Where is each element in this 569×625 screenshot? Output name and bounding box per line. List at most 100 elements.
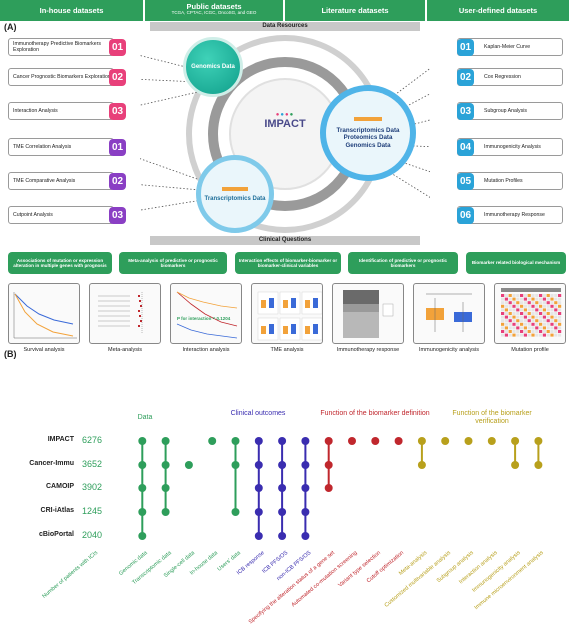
left-item-number: 03 bbox=[109, 207, 126, 224]
question-card[interactable]: Meta-analysis of predictive or prognosti… bbox=[119, 252, 227, 274]
left-item[interactable]: Interaction Analysis bbox=[8, 102, 114, 120]
thumbnail-4[interactable] bbox=[251, 283, 323, 344]
question-card[interactable]: Biomarker related biological mechanism bbox=[466, 252, 566, 274]
matrix-dot bbox=[324, 484, 333, 492]
question-card[interactable]: Interaction effects of biomarker-biomark… bbox=[235, 252, 341, 274]
right-item[interactable]: Immunotherapy Response bbox=[457, 206, 563, 224]
left-item-label: Immunotherapy Predictive Biomarkers Expl… bbox=[13, 41, 101, 53]
matrix-dot bbox=[301, 508, 310, 516]
matrix-dot bbox=[534, 437, 543, 445]
left-item-label: Cutpoint Analysis bbox=[13, 212, 53, 218]
patient-count: 2040 bbox=[82, 530, 103, 540]
right-item-label: Immunotherapy Response bbox=[484, 212, 545, 218]
transcriptomics-dash bbox=[222, 186, 248, 191]
left-connectors bbox=[140, 55, 203, 211]
thumbnail-5[interactable] bbox=[332, 283, 404, 344]
thumbnail-2[interactable] bbox=[89, 283, 161, 344]
matrix-dot bbox=[301, 532, 310, 540]
matrix-dot bbox=[161, 437, 170, 445]
tab-user-defined[interactable]: User-defined datasets bbox=[427, 0, 569, 21]
matrix-dot bbox=[254, 437, 263, 445]
matrix-dot bbox=[417, 437, 426, 445]
matrix-dot bbox=[184, 461, 193, 469]
matrix-dot bbox=[161, 461, 170, 469]
matrix-dot bbox=[348, 437, 356, 445]
thumbnail-label: Immunogenicity analysis bbox=[419, 347, 479, 353]
thumbnail-label: TME analysis bbox=[270, 347, 304, 353]
matrix-dot bbox=[208, 437, 217, 445]
thumbnail-label: Immunotherapy response bbox=[336, 347, 400, 353]
tool-row-label: CAMOIP bbox=[46, 483, 74, 490]
tool-row-label: CRI-iAtlas bbox=[40, 507, 74, 514]
category-heading: Function of the biomarker definition bbox=[320, 410, 430, 417]
left-item[interactable]: TME Comparative Analysis bbox=[8, 172, 114, 190]
category-heading: Function of the biomarker verification bbox=[452, 410, 532, 425]
thumbnail-graphic bbox=[426, 293, 472, 332]
matrix-dot bbox=[254, 461, 263, 469]
patient-count: 6276 bbox=[82, 435, 103, 445]
matrix-dot bbox=[138, 532, 147, 540]
matrix-dot bbox=[278, 532, 287, 540]
tab-in-house[interactable]: In-house datasets bbox=[0, 0, 143, 21]
patient-count: 3652 bbox=[82, 459, 103, 469]
multi-dash bbox=[354, 116, 382, 121]
thumbnail-graphic bbox=[501, 288, 562, 337]
impact-dots: ●●●● bbox=[275, 112, 295, 118]
transcriptomics-label: Transcriptomics Data bbox=[204, 195, 266, 202]
thumbnail-graphic bbox=[98, 292, 143, 334]
matrix-dot bbox=[254, 508, 263, 516]
matrix-dot bbox=[278, 484, 287, 492]
matrix-dot bbox=[417, 461, 426, 469]
right-item-label: Subgroup Analysis bbox=[484, 108, 527, 114]
tab-literature[interactable]: Literature datasets bbox=[285, 0, 425, 21]
matrix-dot bbox=[278, 437, 287, 445]
right-item[interactable]: Kaplan-Meier Curve bbox=[457, 38, 563, 56]
tool-row-label: cBioPortal bbox=[38, 531, 74, 538]
matrix-dot bbox=[441, 437, 450, 445]
thumbnail-label: Survival analysis bbox=[23, 347, 65, 353]
data-resources-ribbon: Data Resources bbox=[150, 22, 420, 31]
thumbnail-1[interactable] bbox=[8, 283, 80, 344]
matrix-dot bbox=[511, 461, 520, 469]
question-card[interactable]: Associations of mutation or expression a… bbox=[8, 252, 112, 274]
genomics-label: Genomics Data bbox=[191, 64, 235, 70]
matrix-dot bbox=[324, 461, 333, 469]
right-item-label: Mutation Profiles bbox=[484, 178, 523, 184]
matrix-dot bbox=[254, 484, 263, 492]
question-card[interactable]: Identification of predictive or prognost… bbox=[348, 252, 458, 274]
right-item-label: Kaplan-Meier Curve bbox=[484, 44, 531, 50]
left-item[interactable]: Immunotherapy Predictive Biomarkers Expl… bbox=[8, 38, 114, 56]
right-item-label: Immunogenicity Analysis bbox=[484, 144, 541, 150]
matrix-dot bbox=[301, 484, 310, 492]
left-item-number: 01 bbox=[109, 139, 126, 156]
left-item-label: TME Comparative Analysis bbox=[13, 178, 76, 184]
matrix-dot bbox=[324, 437, 333, 445]
matrix-dot bbox=[138, 461, 147, 469]
matrix-dot bbox=[301, 461, 310, 469]
thumbnail-graphic bbox=[257, 291, 322, 341]
left-item-number: 02 bbox=[109, 173, 126, 190]
patient-count: 3902 bbox=[82, 482, 103, 492]
matrix-dot bbox=[231, 508, 240, 516]
panel-a-letter: (A) bbox=[4, 22, 17, 32]
thumbnail-6[interactable] bbox=[413, 283, 485, 344]
matrix-dot bbox=[138, 508, 147, 516]
impact-center: ●●●● IMPACT bbox=[256, 112, 314, 130]
right-item-label: Cox Regression bbox=[484, 74, 521, 80]
right-item[interactable]: Cox Regression bbox=[457, 68, 563, 86]
matrix-dot bbox=[371, 437, 380, 445]
right-item-number: 03 bbox=[457, 103, 474, 120]
thumbnail-label: Meta-analysis bbox=[108, 347, 142, 353]
tool-row-label: Cancer-Immu bbox=[29, 460, 74, 467]
impact-title: IMPACT bbox=[264, 118, 306, 130]
matrix-dot bbox=[534, 461, 543, 469]
category-heading: Data bbox=[137, 414, 153, 421]
right-item-number: 06 bbox=[457, 207, 474, 224]
thumbnail-7[interactable] bbox=[494, 283, 566, 344]
transcriptomics-bubble: Transcriptomics Data bbox=[196, 155, 274, 233]
patient-count: 1245 bbox=[82, 506, 103, 516]
tab-public-sub: TCGA, CPTAC, ICGC, OncoSG, and GEO bbox=[171, 10, 257, 15]
thumbnail-3[interactable]: P for interaction = 0.1204 bbox=[170, 283, 242, 344]
